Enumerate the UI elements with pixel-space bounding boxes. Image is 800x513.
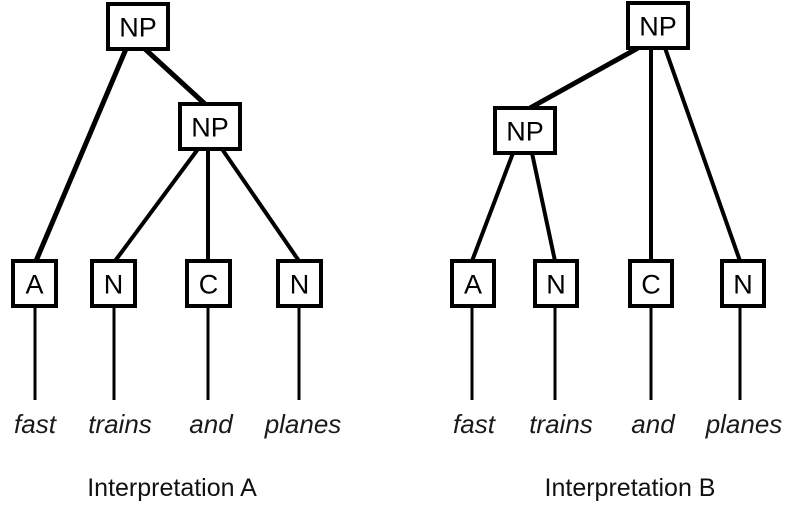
terminal-word: and [189,409,234,439]
tree-node-label: N [546,270,566,300]
tree-branch [663,47,742,262]
tree-node-label: C [641,270,661,300]
tree-node-box [11,259,58,308]
tree-node-label: N [733,270,753,300]
tree-node-label: N [104,270,124,300]
tree-node-box [90,259,137,308]
tree-caption: Interpretation B [545,474,716,502]
tree-branch [220,147,301,263]
terminal-word: fast [453,409,497,439]
tree-branch [33,48,129,262]
tree-node-label: A [25,270,43,300]
terminal-word: planes [264,409,342,439]
tree-node-box [626,1,690,50]
tree-branch [470,152,515,262]
tree-branch [143,47,207,106]
tree-node-label: NP [506,117,544,147]
terminal-word: and [631,409,676,439]
tree-node-label: A [464,270,482,300]
tree-node-label: NP [119,13,157,43]
tree-node-label: N [290,270,310,300]
terminal-word: planes [705,409,783,439]
tree-node-box [493,106,557,155]
tree-node-label: NP [639,12,677,42]
tree-node-box [106,2,170,51]
tree-node-box [533,259,579,308]
tree-node-label: C [199,270,219,300]
tree-node-box [720,259,766,308]
tree-branch [530,152,557,262]
terminal-word: trains [529,409,593,439]
tree-branch [113,147,200,263]
terminal-word: fast [14,409,58,439]
tree-node-box [185,259,232,308]
tree-node-box [276,259,323,308]
tree-branch [528,45,640,111]
tree-caption: Interpretation A [87,474,257,502]
tree-node-box [628,259,674,308]
tree-node-label: NP [191,113,229,143]
tree-node-box [178,102,242,151]
tree-node-box [450,259,496,308]
terminal-word: trains [88,409,152,439]
